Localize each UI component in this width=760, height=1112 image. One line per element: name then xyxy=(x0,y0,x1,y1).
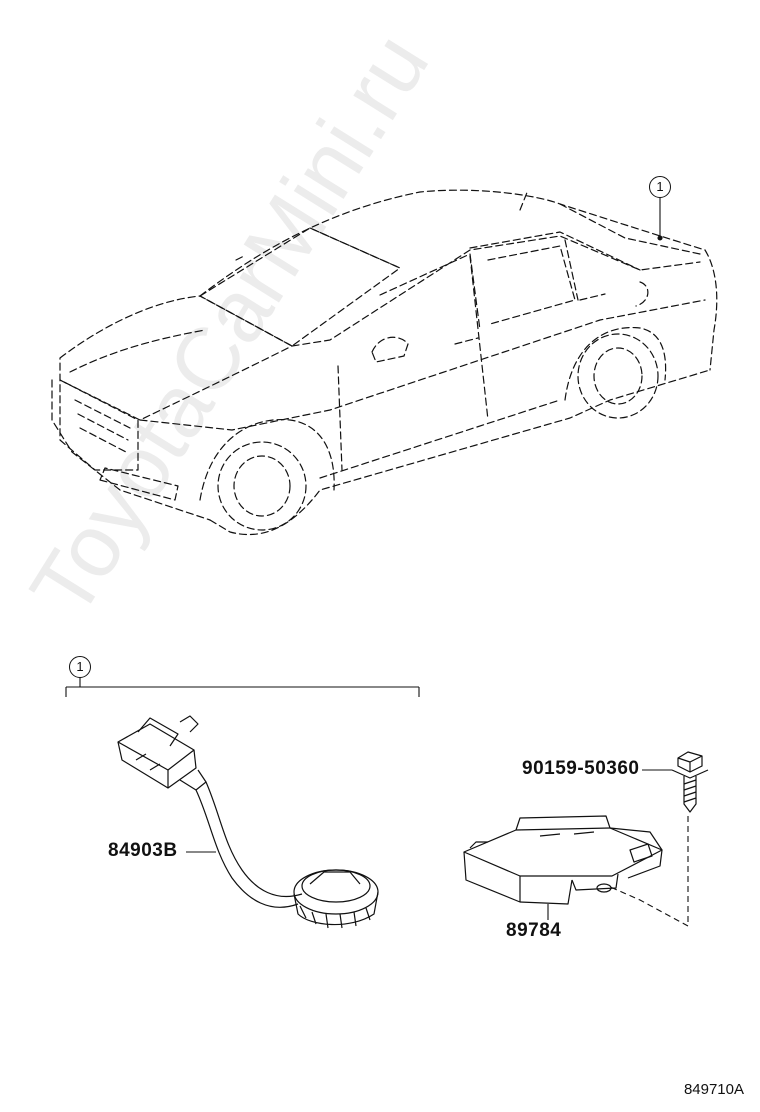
drawing-number: 849710A xyxy=(683,1081,744,1098)
car-outline xyxy=(51,189,718,536)
group-callout: 1 xyxy=(69,656,91,678)
car-callout-leader xyxy=(657,198,663,241)
bolt-install-path xyxy=(607,816,689,927)
part-label-module[interactable]: 89784 xyxy=(506,920,562,941)
part-label-bolt[interactable]: 90159-50360 xyxy=(522,758,640,779)
module-part xyxy=(463,815,663,905)
car-location-callout: 1 xyxy=(649,176,671,198)
sensor-harness-part xyxy=(117,715,379,929)
group-bracket xyxy=(65,676,420,697)
bolt-part xyxy=(671,751,709,813)
part-label-sensor-harness[interactable]: 84903B xyxy=(108,840,178,861)
